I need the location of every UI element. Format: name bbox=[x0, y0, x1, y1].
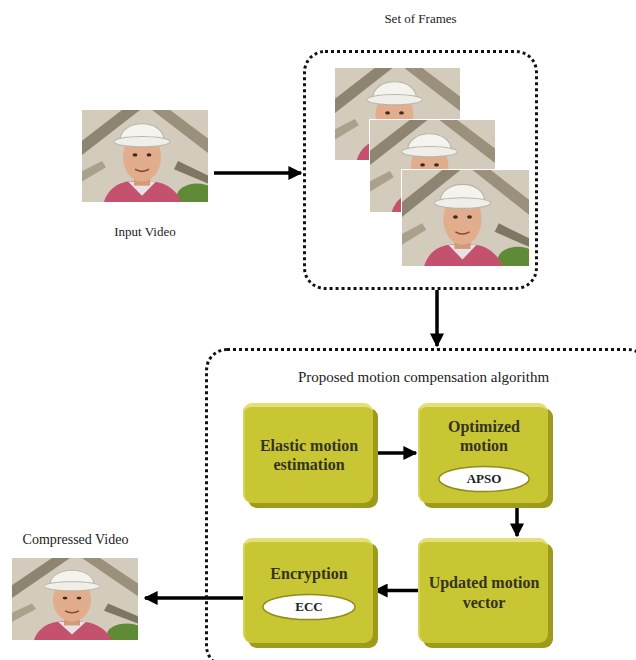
method-oval: APSO bbox=[437, 465, 531, 493]
flow-arrow bbox=[373, 451, 416, 455]
box-label: Encryption bbox=[270, 564, 347, 583]
oval-shape bbox=[439, 467, 529, 492]
oval-label: APSO bbox=[467, 471, 502, 487]
flow-arrow bbox=[515, 503, 519, 536]
frame-group: Set of Frames bbox=[303, 50, 538, 290]
oval-label: ECC bbox=[295, 599, 322, 615]
flow-arrow bbox=[375, 589, 418, 593]
process-box: Optimized motionAPSO bbox=[418, 403, 548, 503]
video-input: Input Video bbox=[76, 106, 214, 240]
video-output: Compressed Video bbox=[8, 532, 143, 644]
box-label: Optimized motion bbox=[428, 417, 540, 455]
caption: Proposed motion compensation algorithm bbox=[208, 351, 636, 386]
process-box: Elastic motion estimation bbox=[243, 403, 373, 503]
box-label: Updated motion vector bbox=[428, 573, 540, 611]
method-oval: ECC bbox=[261, 593, 357, 621]
flow-arrow bbox=[145, 596, 243, 600]
caption: Set of Frames bbox=[306, 11, 535, 27]
caption: Input Video bbox=[76, 224, 214, 240]
frame-thumbnail bbox=[402, 170, 538, 272]
flow-arrow bbox=[214, 171, 301, 175]
video-thumbnail bbox=[12, 558, 147, 645]
video-thumbnail bbox=[82, 110, 217, 208]
algorithm-group: Proposed motion compensation algorithmEl… bbox=[205, 348, 636, 660]
caption: Compressed Video bbox=[8, 532, 143, 548]
flow-arrow bbox=[435, 290, 439, 346]
box-label: Elastic motion estimation bbox=[253, 436, 365, 474]
process-box: Updated motion vector bbox=[418, 538, 548, 643]
oval-shape bbox=[263, 594, 355, 619]
process-box: EncryptionECC bbox=[243, 538, 373, 643]
